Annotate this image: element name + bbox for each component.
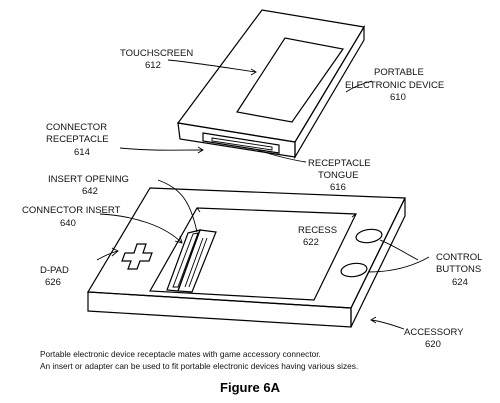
accessory-body	[86, 187, 406, 328]
connector-insert	[166, 229, 217, 293]
d-pad	[121, 243, 153, 270]
touchscreen-ref: 612	[145, 60, 161, 71]
connector-receptacle-ref: 614	[74, 147, 90, 158]
portable-device-label-line2: ELECTRONIC DEVICE	[345, 80, 444, 91]
accessory-label: ACCESSORY	[404, 327, 464, 338]
connector-receptacle-label-line1: CONNECTOR	[46, 122, 107, 133]
control-button-bottom	[340, 262, 368, 278]
portable-device-ref: 610	[390, 92, 406, 103]
control-buttons-ref: 624	[452, 277, 468, 288]
receptacle-tongue-ref: 616	[330, 182, 346, 193]
receptacle-tongue	[211, 137, 273, 151]
recess-label: RECESS	[298, 225, 337, 236]
caption-line1: Portable electronic device receptacle ma…	[40, 349, 321, 359]
connector-receptacle	[202, 132, 280, 154]
caption-line2: An insert or adapter can be used to fit …	[40, 361, 358, 371]
figure-title: Figure 6A	[220, 380, 281, 395]
connector-insert-ref: 640	[60, 218, 76, 229]
receptacle-tongue-label-line1: RECEPTACLE	[308, 158, 371, 169]
portable-device-label-line1: PORTABLE	[374, 67, 424, 78]
d-pad-label: D-PAD	[40, 265, 69, 276]
insert-opening-label: INSERT OPENING	[48, 174, 129, 185]
connector-insert-label: CONNECTOR INSERT	[22, 205, 121, 216]
d-pad-ref: 626	[45, 277, 61, 288]
control-buttons-label-line1: CONTROL	[436, 252, 482, 263]
recess	[149, 207, 357, 301]
recess-ref: 622	[303, 237, 319, 248]
receptacle-tongue-label-line2: TONGUE	[318, 170, 358, 181]
control-buttons-label-line2: BUTTONS	[436, 264, 481, 275]
accessory-ref: 620	[425, 339, 441, 350]
portable-electronic-device	[176, 9, 365, 160]
leader-lines	[96, 59, 430, 330]
touchscreen	[236, 37, 345, 123]
control-button-top	[355, 228, 383, 244]
touchscreen-label: TOUCHSCREEN	[120, 48, 193, 59]
connector-receptacle-label-line2: RECEPTACLE	[46, 134, 109, 145]
insert-opening-ref: 642	[82, 186, 98, 197]
